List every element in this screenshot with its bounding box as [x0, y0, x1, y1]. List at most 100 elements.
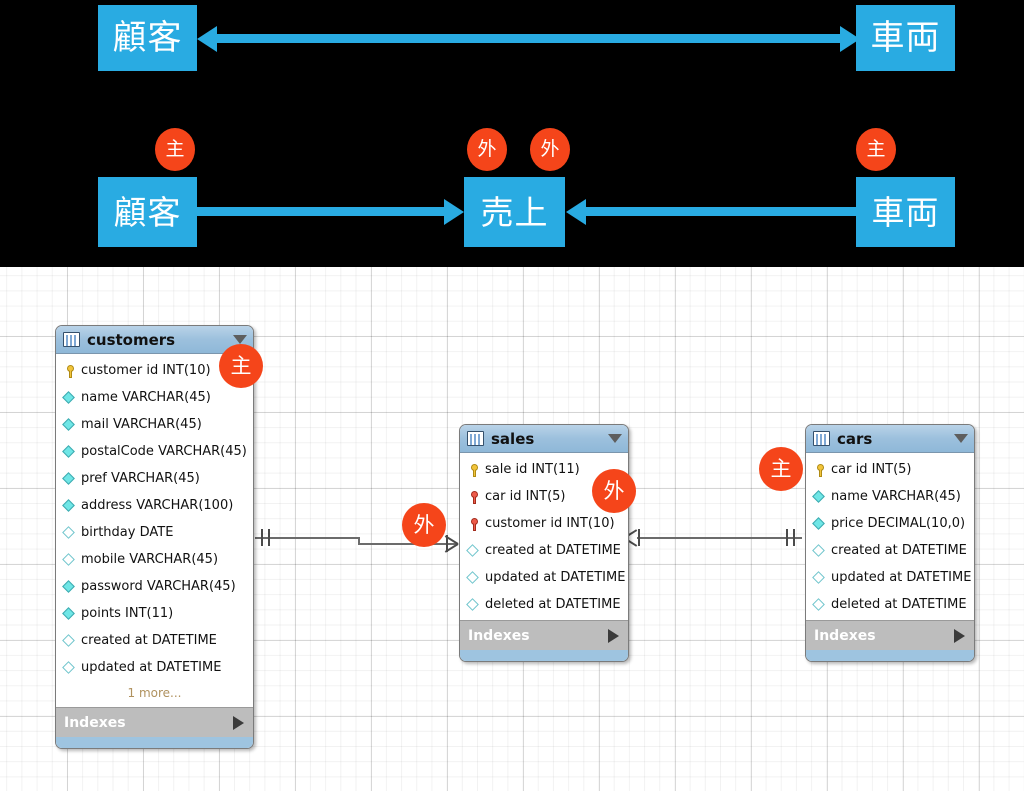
- field-row[interactable]: pref VARCHAR(45): [56, 465, 253, 492]
- column-icon: [813, 598, 826, 612]
- field-label: customer id INT(10): [485, 516, 615, 531]
- field-row[interactable]: car id INT(5): [806, 456, 974, 483]
- field-label: updated at DATETIME: [485, 570, 626, 585]
- concept-arrowhead-left-top: [197, 26, 217, 52]
- concept-badge-primary-right: 主: [856, 128, 896, 171]
- erd-canvas[interactable]: customers customer id INT(10) name VARCH…: [0, 267, 1024, 791]
- concept-diagram: 顧客 車両 主 外 外 主 顧客 売上 車両: [0, 0, 1024, 267]
- column-icon: [63, 607, 76, 621]
- field-label: postalCode VARCHAR(45): [81, 444, 247, 459]
- field-label: name VARCHAR(45): [81, 390, 211, 405]
- chevron-down-icon[interactable]: [954, 434, 968, 443]
- field-row[interactable]: updated at DATETIME: [56, 654, 253, 681]
- badge-primary-customers: 主: [219, 344, 263, 388]
- badge-foreign-sales-right: 外: [592, 469, 636, 513]
- table-customers[interactable]: customers customer id INT(10) name VARCH…: [55, 325, 254, 749]
- column-icon: [813, 490, 826, 504]
- field-row[interactable]: postalCode VARCHAR(45): [56, 438, 253, 465]
- field-row[interactable]: address VARCHAR(100): [56, 492, 253, 519]
- column-icon: [813, 544, 826, 558]
- field-label: car id INT(5): [831, 462, 912, 477]
- field-row[interactable]: deleted at DATETIME: [806, 591, 974, 618]
- field-row[interactable]: created at DATETIME: [56, 627, 253, 654]
- cardinality-one-customers-b: [268, 529, 270, 546]
- field-label: car id INT(5): [485, 489, 566, 504]
- column-icon: [63, 499, 76, 513]
- cardinality-one-cars-b: [793, 529, 795, 546]
- relationship-line-customers-sales-jog[interactable]: [358, 537, 360, 544]
- column-icon: [467, 544, 480, 558]
- table-sales[interactable]: sales sale id INT(11) car id INT(5) cust…: [459, 424, 629, 662]
- field-row[interactable]: birthday DATE: [56, 519, 253, 546]
- field-label: created at DATETIME: [81, 633, 217, 648]
- field-row[interactable]: car id INT(5): [460, 483, 628, 510]
- relationship-line-sales-cars[interactable]: [637, 537, 802, 539]
- primary-key-icon: [467, 463, 480, 477]
- field-row[interactable]: updated at DATETIME: [460, 564, 628, 591]
- field-row[interactable]: price DECIMAL(10,0): [806, 510, 974, 537]
- concept-box-customer-bottom: 顧客: [98, 177, 197, 247]
- field-label: customer id INT(10): [81, 363, 211, 378]
- table-cars[interactable]: cars car id INT(5) name VARCHAR(45) pric…: [805, 424, 975, 662]
- table-sales-indexes-bar[interactable]: Indexes: [460, 620, 628, 650]
- column-icon: [813, 517, 826, 531]
- chevron-right-icon[interactable]: [954, 628, 965, 643]
- field-label: updated at DATETIME: [81, 660, 222, 675]
- table-cars-indexes-bar[interactable]: Indexes: [806, 620, 974, 650]
- field-label: mail VARCHAR(45): [81, 417, 202, 432]
- table-customers-footer: [56, 737, 253, 748]
- field-row[interactable]: mobile VARCHAR(45): [56, 546, 253, 573]
- table-cars-footer: [806, 650, 974, 661]
- field-row[interactable]: deleted at DATETIME: [460, 591, 628, 618]
- field-row[interactable]: password VARCHAR(45): [56, 573, 253, 600]
- chevron-down-icon[interactable]: [608, 434, 622, 443]
- field-label: points INT(11): [81, 606, 174, 621]
- indexes-label: Indexes: [64, 714, 126, 731]
- field-row[interactable]: created at DATETIME: [806, 537, 974, 564]
- table-customers-title: customers: [87, 330, 176, 349]
- concept-box-car-bottom: 車両: [856, 177, 955, 247]
- table-cars-header[interactable]: cars: [806, 425, 974, 453]
- relationship-line-customers-sales-a[interactable]: [255, 537, 360, 539]
- field-row[interactable]: points INT(11): [56, 600, 253, 627]
- concept-badge-primary-left: 主: [155, 128, 195, 171]
- column-icon: [63, 391, 76, 405]
- field-row[interactable]: updated at DATETIME: [806, 564, 974, 591]
- column-icon: [63, 526, 76, 540]
- concept-arrow-shaft-right-bottom: [585, 207, 856, 216]
- cardinality-one-cars-a: [786, 529, 788, 546]
- relationship-line-customers-sales-b[interactable]: [358, 543, 457, 545]
- field-row[interactable]: sale id INT(11): [460, 456, 628, 483]
- table-sales-header[interactable]: sales: [460, 425, 628, 453]
- column-icon: [813, 571, 826, 585]
- column-icon: [63, 418, 76, 432]
- table-customers-header[interactable]: customers: [56, 326, 253, 354]
- chevron-down-icon[interactable]: [233, 335, 247, 344]
- more-fields-label[interactable]: 1 more...: [127, 686, 182, 700]
- concept-badge-foreign-1: 外: [467, 128, 507, 171]
- table-customers-indexes-bar[interactable]: Indexes: [56, 707, 253, 737]
- field-label: deleted at DATETIME: [831, 597, 967, 612]
- table-cars-fields: car id INT(5) name VARCHAR(45) price DEC…: [806, 453, 974, 620]
- chevron-right-icon[interactable]: [233, 715, 244, 730]
- column-icon: [467, 571, 480, 585]
- chevron-right-icon[interactable]: [608, 628, 619, 643]
- field-label: created at DATETIME: [485, 543, 621, 558]
- concept-arrow-shaft-top: [215, 34, 845, 43]
- concept-box-sales: 売上: [464, 177, 565, 247]
- field-row[interactable]: mail VARCHAR(45): [56, 411, 253, 438]
- field-row[interactable]: customer id INT(10): [56, 357, 253, 384]
- field-label: deleted at DATETIME: [485, 597, 621, 612]
- field-row[interactable]: name VARCHAR(45): [806, 483, 974, 510]
- table-icon: [63, 332, 80, 347]
- foreign-key-icon: [467, 517, 480, 531]
- field-row[interactable]: name VARCHAR(45): [56, 384, 253, 411]
- column-icon: [63, 661, 76, 675]
- badge-foreign-sales-left: 外: [402, 503, 446, 547]
- field-label: updated at DATETIME: [831, 570, 972, 585]
- field-row[interactable]: customer id INT(10): [460, 510, 628, 537]
- column-icon: [467, 598, 480, 612]
- cardinality-many-sales2-bar: [638, 529, 640, 546]
- field-row[interactable]: created at DATETIME: [460, 537, 628, 564]
